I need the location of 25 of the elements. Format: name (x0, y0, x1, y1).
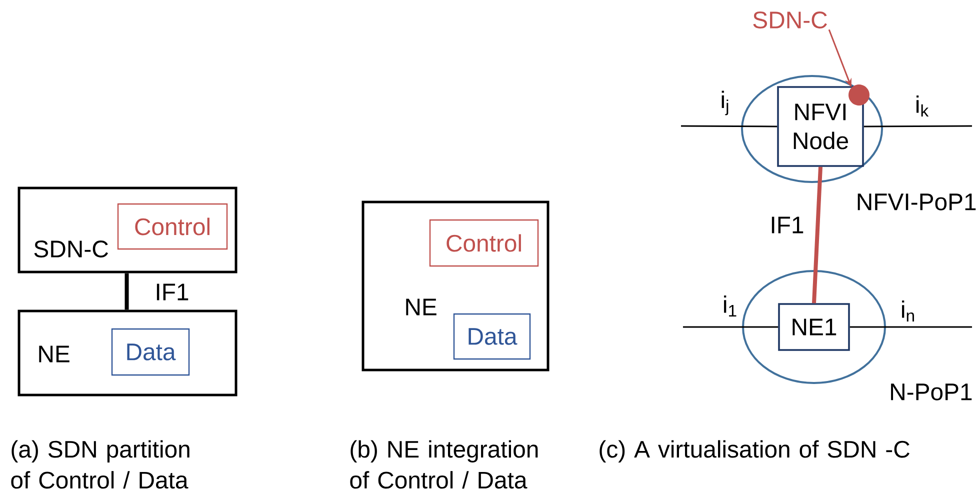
edge-label: i$_{k}$ (916, 95, 929, 117)
node-label: NFVI-PoP1 (858, 194, 976, 210)
link-line (850, 326, 972, 328)
node-box: NE1 (778, 303, 850, 351)
control-box: Control (117, 203, 228, 250)
node-box: NFVI Node (777, 86, 864, 167)
edge-label: i$_{1}$ (724, 295, 736, 317)
data-box: Data (111, 328, 190, 376)
panel-caption: (b) NE integration of Control / Data (350, 440, 538, 489)
edge-label: IF1 (772, 216, 804, 234)
controller-label: SDN-C (753, 12, 827, 28)
link-line (681, 125, 778, 128)
edge-label: IF1 (156, 284, 188, 300)
link-line (683, 326, 778, 328)
panel-caption: (c) A virtualisation of SDN -C (600, 440, 910, 462)
interface-line (812, 166, 822, 304)
panel-caption: (a) SDN partition of Control / Data (11, 440, 190, 489)
control-box: Control (429, 219, 539, 267)
edge-label: i$_{j}$ (722, 90, 728, 116)
interface-line (124, 273, 129, 310)
link-line (864, 125, 972, 128)
node-label: N-PoP1 (891, 384, 972, 400)
edge-label: i$_{n}$ (902, 300, 914, 322)
controller-dot (848, 84, 870, 106)
data-box: Data (453, 313, 531, 360)
